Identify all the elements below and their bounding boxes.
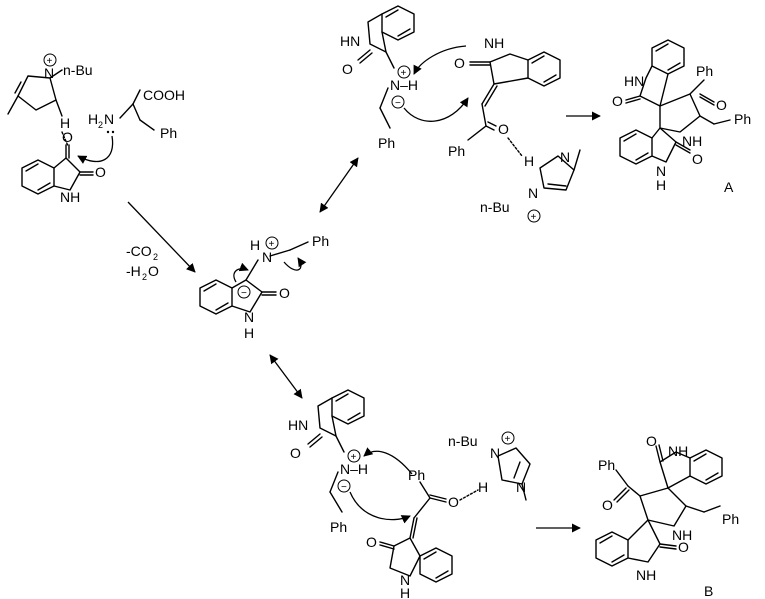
- svg-text:O: O: [448, 494, 459, 510]
- svg-text:H: H: [88, 111, 98, 127]
- svg-text:Ph: Ph: [378, 135, 395, 151]
- svg-text:NH: NH: [60, 189, 80, 205]
- svg-text:n-Bu: n-Bu: [448, 433, 478, 449]
- byproducts-label: -CO 2 -H 2 O: [126, 243, 159, 282]
- svg-text:N: N: [516, 479, 526, 495]
- svg-text:N: N: [528, 185, 538, 201]
- imid-h-label: H: [60, 115, 70, 131]
- bottom-dipolarophile-fragment: Ph O O N H: [366, 467, 479, 599]
- svg-text:N: N: [560, 149, 570, 165]
- svg-text:O: O: [602, 497, 613, 513]
- svg-text:2: 2: [142, 272, 147, 282]
- svg-text:Ph: Ph: [448, 143, 465, 159]
- svg-text:O: O: [279, 285, 290, 301]
- decarboxylation-arrow: [127, 201, 196, 273]
- svg-text:O: O: [366, 534, 377, 550]
- svg-text:O: O: [498, 121, 509, 137]
- svg-text:O: O: [290, 445, 301, 461]
- imid-nbu-label: n-Bu: [63, 62, 93, 78]
- phe-ph-label: Ph: [160, 125, 177, 141]
- svg-text:Ph: Ph: [312, 233, 329, 249]
- svg-text:n-Bu: n-Bu: [480, 199, 510, 215]
- svg-text:N: N: [400, 572, 410, 588]
- svg-text:O: O: [95, 164, 106, 180]
- svg-text:NH: NH: [682, 133, 702, 149]
- svg-text:Ph: Ph: [722, 511, 739, 527]
- svg-text:Ph: Ph: [330, 519, 347, 535]
- top-dipolarophile-fragment: NH O O Ph: [448, 35, 561, 159]
- svg-text:N: N: [244, 309, 254, 325]
- svg-text:+: +: [531, 212, 537, 223]
- svg-text:Ph: Ph: [734, 111, 751, 127]
- svg-text:O: O: [612, 93, 623, 109]
- svg-text:H: H: [400, 585, 410, 599]
- svg-text:+: +: [505, 434, 511, 445]
- phenylalanine-molecule: COOH H 2 N Ph: [77, 87, 185, 164]
- svg-text:Ph: Ph: [408, 467, 425, 483]
- imidazolium-cation-bottom: n-Bu N H N +: [448, 431, 531, 501]
- svg-text:NH: NH: [672, 527, 692, 543]
- isatin-molecule: O O NH: [21, 129, 106, 205]
- svg-text:HN: HN: [288, 417, 308, 433]
- spiro-product-A: HN O Ph O NH Ph O N H A: [612, 39, 751, 195]
- svg-text:+: +: [351, 452, 357, 463]
- product-label-A: A: [724, 179, 734, 195]
- svg-text:Ph: Ph: [598, 457, 615, 473]
- svg-text:Ph: Ph: [696, 63, 713, 79]
- imidazolium-cation-top: H N n-Bu N +: [480, 149, 581, 223]
- imid-n-label: N: [44, 65, 54, 81]
- svg-text:O: O: [342, 61, 353, 77]
- svg-text:O: O: [716, 97, 727, 113]
- plus-charge-icon: [43, 53, 57, 67]
- svg-text:N: N: [262, 249, 272, 265]
- svg-text:O: O: [678, 539, 689, 555]
- bottom-ylide-fragment: HN O N–H Ph + −: [288, 389, 413, 535]
- svg-text:N: N: [490, 445, 500, 461]
- svg-text:+: +: [47, 56, 53, 67]
- resonance-arrow-bottom: [269, 354, 303, 399]
- svg-text:N–H: N–H: [340, 461, 368, 477]
- svg-text:H: H: [478, 479, 488, 495]
- svg-text:-CO: -CO: [126, 243, 152, 259]
- svg-text:-H: -H: [126, 263, 141, 279]
- svg-text:O: O: [62, 129, 73, 145]
- svg-text:H: H: [524, 153, 534, 169]
- svg-text:NH: NH: [668, 443, 688, 459]
- svg-text:+: +: [269, 239, 275, 250]
- svg-text:O: O: [692, 151, 703, 167]
- svg-text:HN: HN: [624, 73, 644, 89]
- resonance-arrow-top: [319, 157, 359, 213]
- svg-text:−: −: [241, 288, 247, 299]
- svg-text:+: +: [401, 68, 407, 79]
- product-label-B: B: [704, 583, 713, 599]
- top-ylide-fragment: HN O N–H Ph + −: [340, 5, 469, 151]
- azomethine-ylide: H N Ph O N H + −: [199, 233, 329, 341]
- svg-text:2: 2: [98, 120, 103, 130]
- cooh-label: COOH: [143, 87, 185, 103]
- svg-text:O: O: [148, 263, 159, 279]
- svg-text:−: −: [341, 482, 347, 493]
- spiro-product-B: O NH Ph O NH Ph NH O B: [595, 433, 739, 599]
- svg-text:NH: NH: [484, 35, 504, 51]
- svg-text:O: O: [646, 433, 657, 449]
- svg-text:N: N: [656, 163, 666, 179]
- imidazolium-cation-topleft: N n-Bu + H: [7, 53, 93, 147]
- svg-text:H: H: [656, 177, 666, 193]
- svg-text:O: O: [454, 55, 465, 71]
- svg-text:H: H: [244, 325, 254, 341]
- svg-text:−: −: [395, 98, 401, 109]
- svg-text:H: H: [250, 237, 260, 253]
- svg-text:NH: NH: [636, 567, 656, 583]
- svg-text:N: N: [104, 111, 114, 127]
- svg-text:HN: HN: [340, 33, 360, 49]
- svg-text:2: 2: [153, 252, 158, 262]
- svg-text:N–H: N–H: [390, 77, 418, 93]
